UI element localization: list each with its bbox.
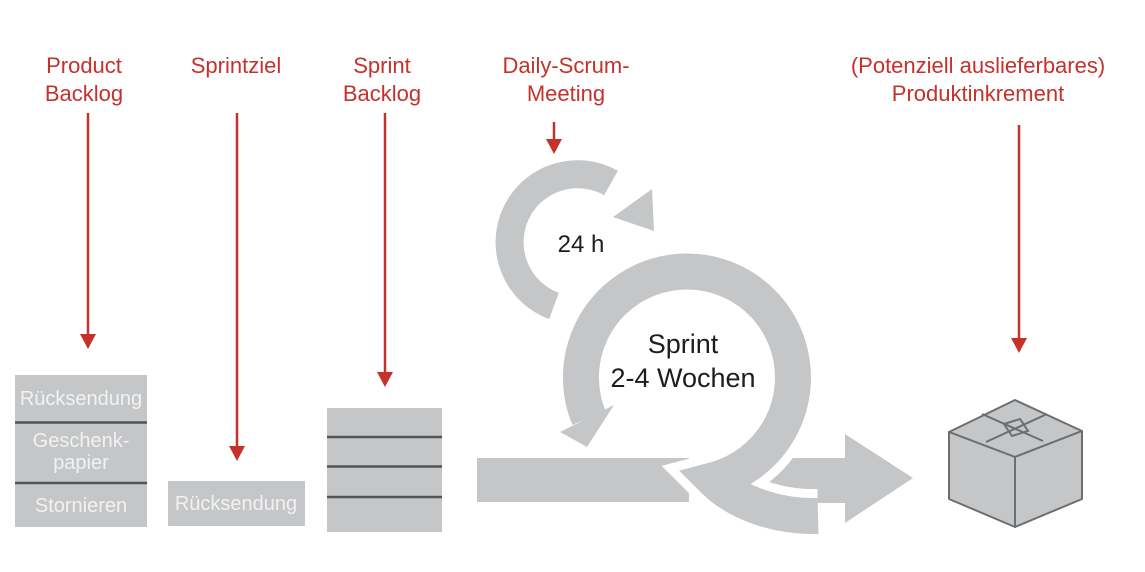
heading-daily-scrum-line2: Meeting: [527, 81, 605, 106]
sprint-goal-label: Rücksendung: [175, 493, 297, 515]
backlog-item-label: papier: [53, 452, 109, 474]
parcel-flap-center: [1002, 417, 1030, 438]
sprint-loop-arc: [562, 253, 819, 535]
sprint-goal-box: [168, 481, 305, 526]
backlog-item-label: Stornieren: [35, 495, 127, 517]
product-increment-box: [948, 399, 1083, 528]
backlog-item-label: Rücksendung: [20, 388, 142, 410]
heading-product-backlog-line2: Backlog: [45, 81, 123, 106]
sprint-loop-group: [553, 244, 820, 544]
sprint-backlog-box: [327, 408, 442, 532]
arrowhead-icon: [229, 446, 245, 461]
flow-arrow-head-icon: [845, 434, 913, 523]
product-backlog-box: [15, 375, 147, 527]
arrowhead-icon: [1011, 338, 1027, 353]
arrowhead-icon: [377, 372, 393, 387]
heading-daily-scrum-line1: Daily-Scrum-: [502, 53, 629, 78]
heading-sprint-backlog-line2: Backlog: [343, 81, 421, 106]
sprint-loop-label-line2: 2-4 Wochen: [610, 363, 755, 393]
daily-loop-group: [495, 160, 654, 320]
flow-bar-left-segment: [477, 458, 689, 502]
sprint-backlog-stack: [327, 408, 442, 532]
parcel-right-face: [1014, 430, 1083, 528]
backlog-item-label: Geschenk-: [33, 430, 130, 452]
daily-loop-label: 24 h: [558, 231, 605, 258]
parcel-flap-line: [985, 413, 1048, 443]
heading-product-backlog-line1: Product: [46, 53, 122, 78]
pointer-arrows: [80, 113, 1027, 461]
arrowhead-icon: [80, 334, 96, 349]
sprint-loop-label-line1: Sprint: [648, 329, 719, 359]
sprint-loop-arrowhead-icon: [560, 405, 614, 447]
heading-produktinkrement-line2: Produktinkrement: [892, 81, 1064, 106]
sprint-goal-box-group: Rücksendung: [168, 481, 305, 526]
daily-loop-arc: [495, 160, 618, 320]
heading-sprint-backlog-line1: Sprint: [353, 53, 410, 78]
arrowhead-icon: [546, 139, 562, 154]
heading-produktinkrement-line1: (Potenziell auslieferbares): [851, 53, 1105, 78]
headings: Product Backlog Sprintziel Sprint Backlo…: [45, 53, 1105, 106]
heading-sprintziel: Sprintziel: [191, 53, 281, 78]
product-backlog-stack: Rücksendung Geschenk- papier Stornieren: [15, 375, 147, 527]
parcel-flap-line: [981, 413, 1044, 442]
daily-loop-arrowhead-icon: [613, 189, 654, 231]
